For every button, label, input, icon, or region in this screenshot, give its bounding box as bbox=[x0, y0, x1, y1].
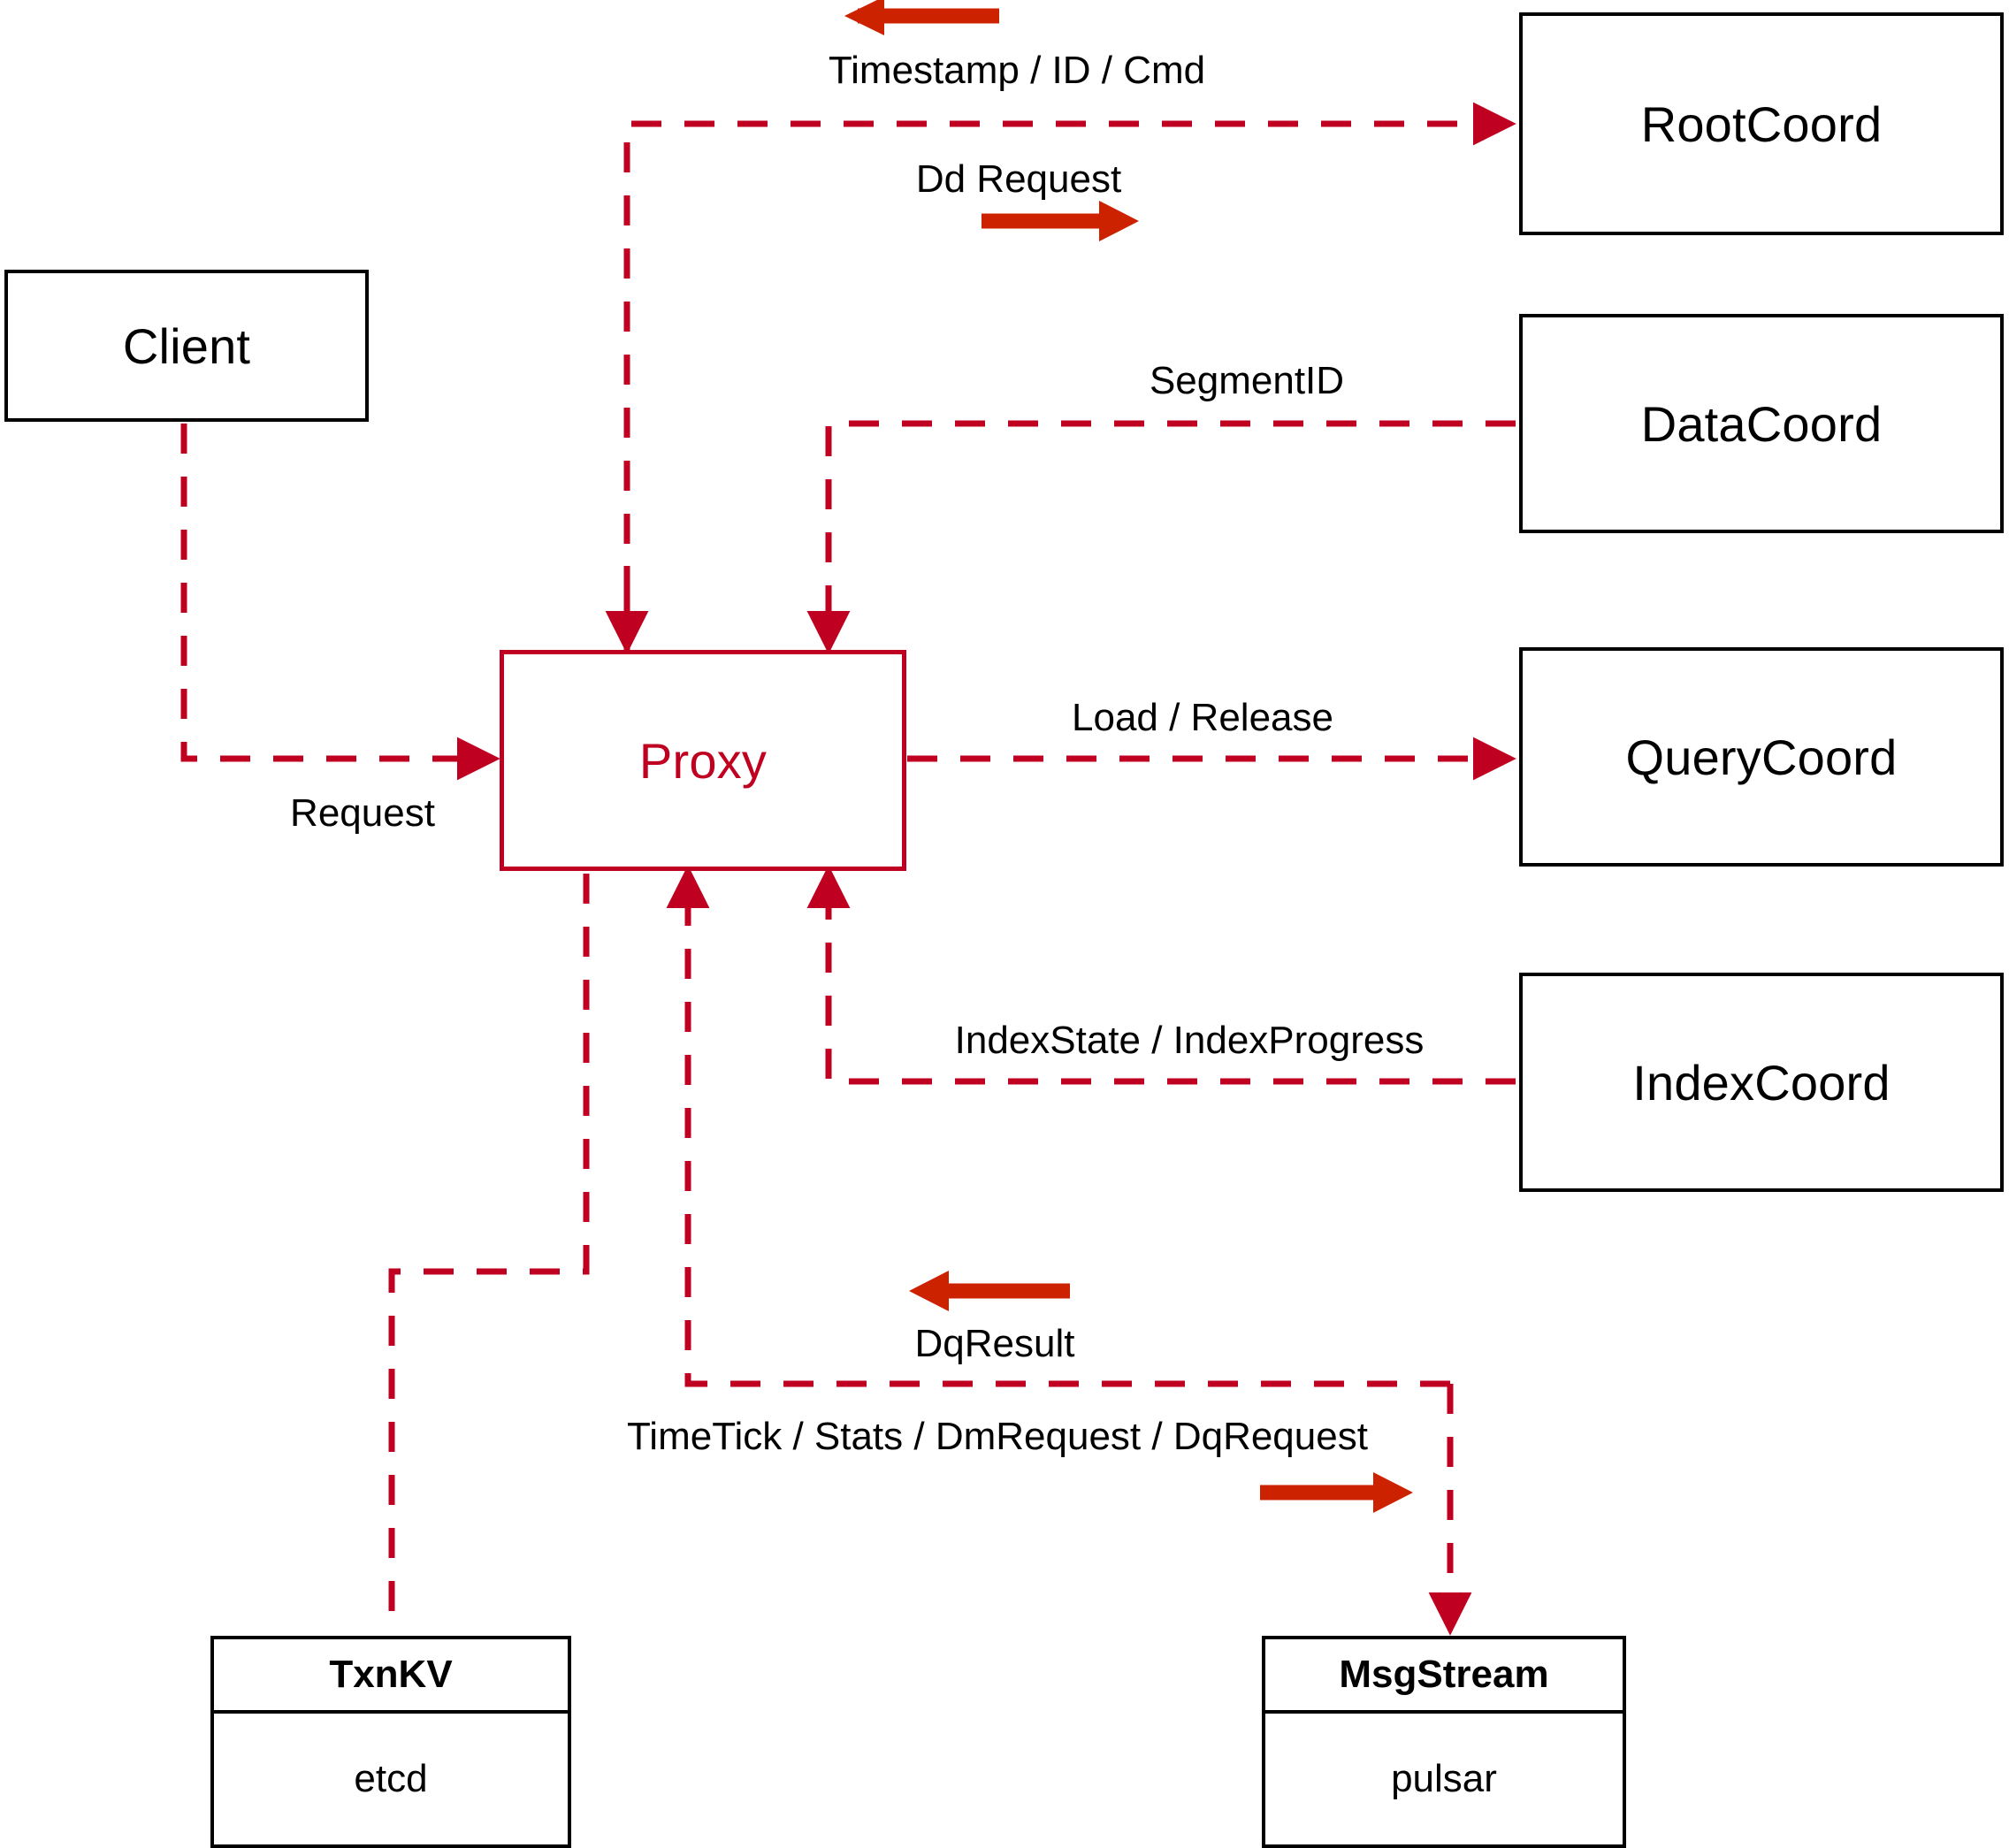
edge-label-timetick-stats-dm-dq: TimeTick / Stats / DmRequest / DqRequest bbox=[627, 1415, 1368, 1458]
wire-client-proxy bbox=[180, 424, 500, 781]
node-txnkv-impl: etcd bbox=[354, 1757, 428, 1800]
node-datacoord-label: DataCoord bbox=[1640, 395, 1883, 452]
node-txnkv[interactable]: TxnKV etcd bbox=[210, 1636, 571, 1848]
wire-msgstream-proxy-dqresult bbox=[666, 865, 1450, 1387]
edge-label-dd-request: Dd Request bbox=[915, 157, 1122, 201]
direction-arrow-timestamp bbox=[844, 0, 999, 35]
node-txnkv-header: TxnKV bbox=[214, 1639, 568, 1714]
wire-indexcoord-proxy bbox=[806, 865, 1516, 1085]
node-indexcoord-label: IndexCoord bbox=[1632, 1054, 1891, 1111]
node-proxy-label: Proxy bbox=[638, 732, 768, 789]
edge-label-request: Request bbox=[290, 791, 435, 835]
node-txnkv-title: TxnKV bbox=[329, 1653, 453, 1696]
node-datacoord[interactable]: DataCoord bbox=[1519, 314, 2004, 533]
node-indexcoord[interactable]: IndexCoord bbox=[1519, 973, 2004, 1192]
edge-label-segment-id: SegmentID bbox=[1149, 359, 1345, 402]
node-msgstream-impl: pulsar bbox=[1391, 1757, 1497, 1800]
node-proxy[interactable]: Proxy bbox=[500, 650, 906, 871]
node-txnkv-body: etcd bbox=[214, 1714, 568, 1844]
edge-label-dq-result: DqResult bbox=[914, 1322, 1075, 1365]
direction-arrow-dq-request bbox=[1260, 1472, 1413, 1513]
node-client-label: Client bbox=[122, 317, 251, 374]
node-querycoord[interactable]: QueryCoord bbox=[1519, 647, 2004, 867]
node-msgstream-body: pulsar bbox=[1265, 1714, 1623, 1844]
node-rootcoord[interactable]: RootCoord bbox=[1519, 12, 2004, 235]
wire-proxy-txnkv bbox=[388, 874, 590, 1632]
wire-datacoord-proxy bbox=[806, 420, 1516, 654]
edge-label-timestamp-id-cmd: Timestamp / ID / Cmd bbox=[828, 49, 1206, 92]
node-msgstream-header: MsgStream bbox=[1265, 1639, 1623, 1714]
edge-label-index-state-progress: IndexState / IndexProgress bbox=[954, 1019, 1425, 1062]
node-msgstream[interactable]: MsgStream pulsar bbox=[1262, 1636, 1626, 1848]
direction-arrow-dq-result bbox=[909, 1271, 1070, 1311]
node-msgstream-title: MsgStream bbox=[1339, 1653, 1549, 1696]
edge-label-load-release: Load / Release bbox=[1072, 696, 1333, 739]
node-rootcoord-label: RootCoord bbox=[1640, 95, 1883, 152]
node-querycoord-label: QueryCoord bbox=[1625, 729, 1898, 785]
node-client[interactable]: Client bbox=[4, 270, 369, 422]
direction-arrow-dd-request bbox=[982, 201, 1139, 241]
wire-proxy-rootcoord bbox=[623, 102, 1516, 650]
